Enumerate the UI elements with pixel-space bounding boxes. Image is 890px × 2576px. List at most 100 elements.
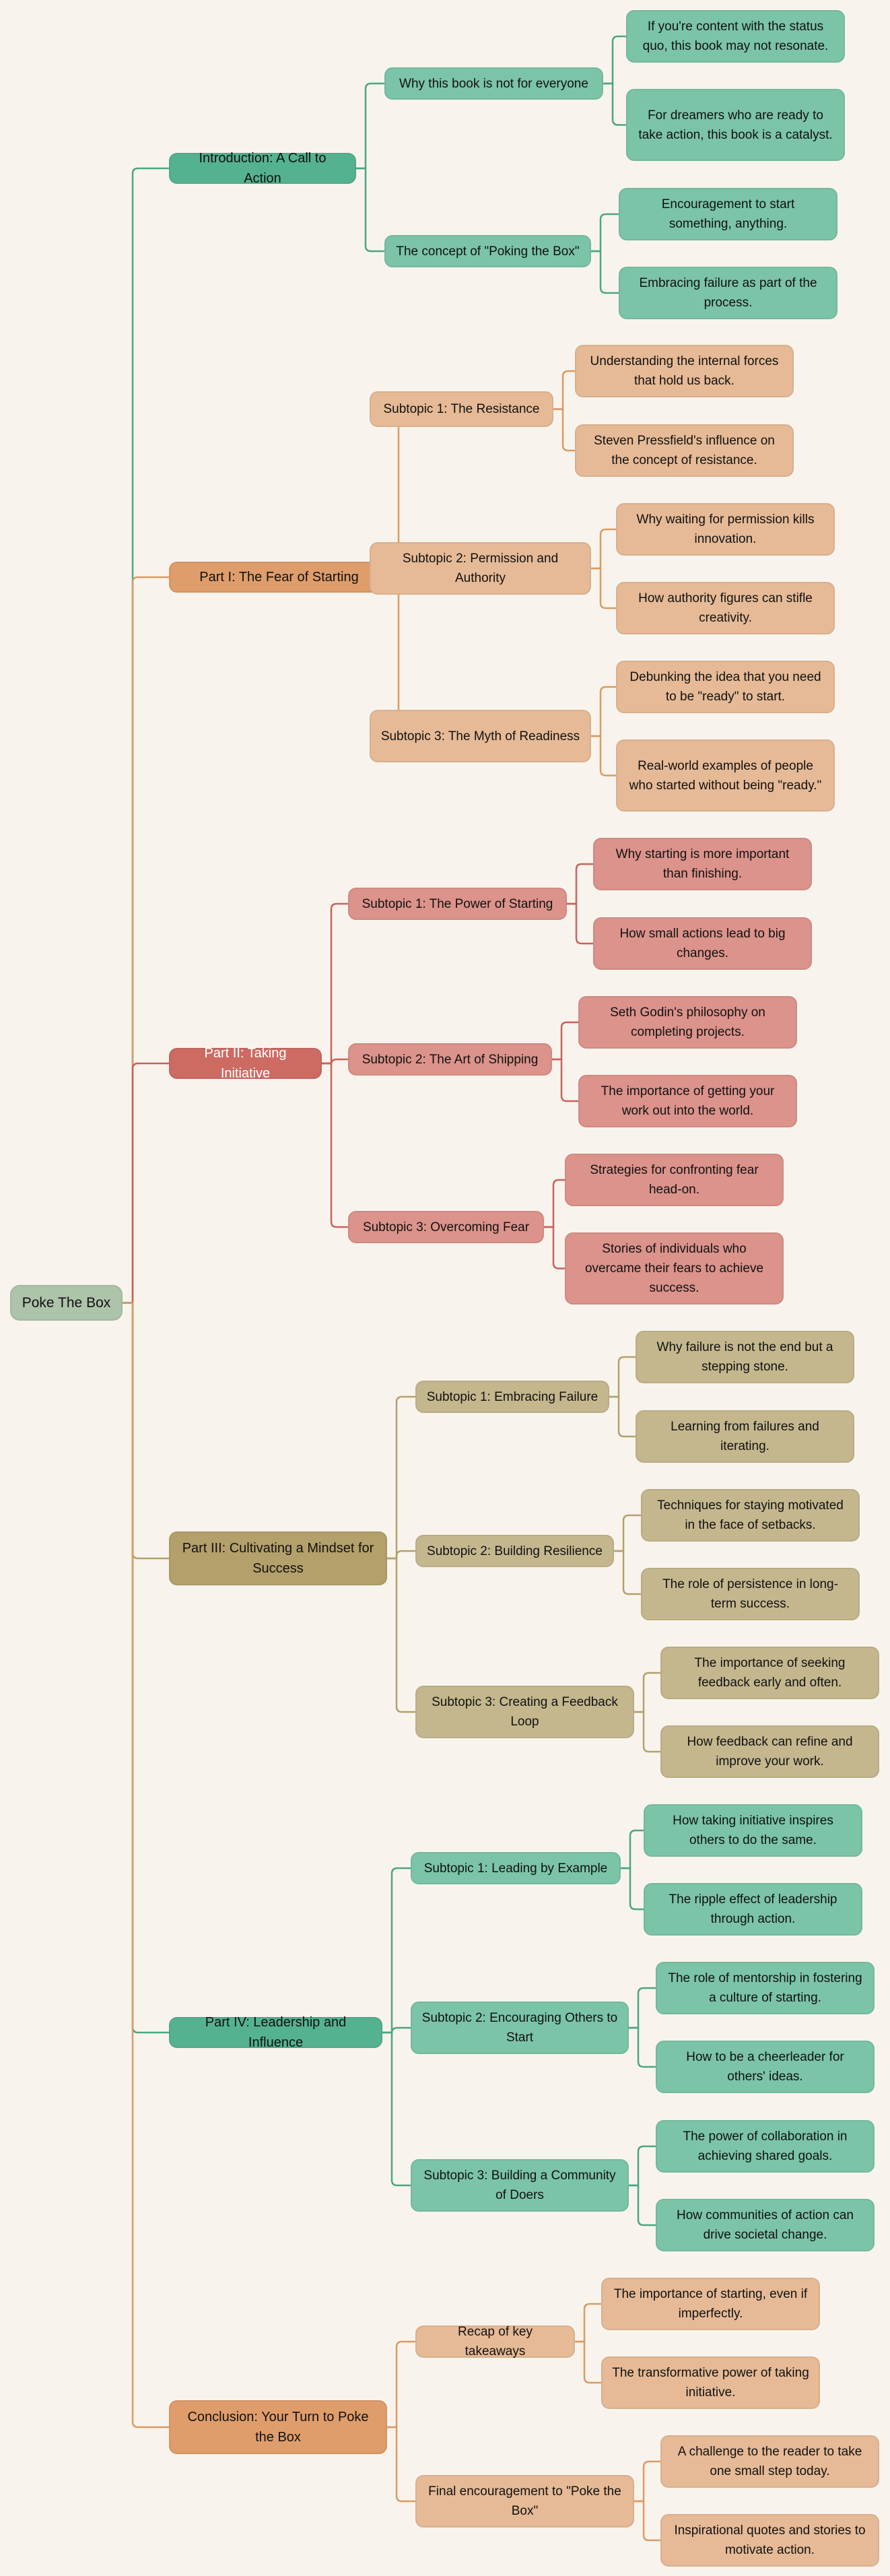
subtopic-node[interactable]: Subtopic 2: Building Resilience <box>415 1535 614 1567</box>
subtopic-node[interactable]: Subtopic 1: Embracing Failure <box>415 1381 609 1413</box>
leaf-node-label: The power of collaboration in achieving … <box>683 2129 848 2163</box>
subtopic-node[interactable]: Subtopic 1: The Power of Starting <box>348 888 567 920</box>
subtopic-node-label: Subtopic 2: The Art of Shipping <box>362 1052 539 1067</box>
leaf-node-label: Techniques for staying motivated in the … <box>657 1498 844 1532</box>
leaf-node[interactable]: Embracing failure as part of the process… <box>619 267 837 319</box>
leaf-node[interactable]: Understanding the internal forces that h… <box>575 345 794 397</box>
leaf-connector <box>634 1711 660 1753</box>
leaf-node-label: Debunking the idea that you need to be "… <box>629 670 821 704</box>
subtopic-node[interactable]: Subtopic 2: Permission and Authority <box>370 542 591 595</box>
leaf-node-label: Embracing failure as part of the process… <box>639 276 817 310</box>
leaf-connector <box>629 2145 656 2187</box>
subtopic-node[interactable]: Recap of key takeaways <box>415 2325 575 2358</box>
subtopic-node-label: Subtopic 3: Creating a Feedback Loop <box>432 1695 618 1729</box>
branch-node[interactable]: Part II: Taking Initiative <box>169 1046 322 1081</box>
leaf-node-label: Why starting is more important than fini… <box>615 847 790 881</box>
leaf-node[interactable]: If you're content with the status quo, t… <box>626 10 845 63</box>
branch-node-label: Conclusion: Your Turn to Poke the Box <box>187 2410 369 2445</box>
leaf-node[interactable]: The ripple effect of leadership through … <box>644 1883 862 1936</box>
leaf-node[interactable]: How authority figures can stifle creativ… <box>616 582 835 634</box>
leaf-node-label: The role of mentorship in fostering a cu… <box>668 1971 862 2005</box>
subtopic-node[interactable]: Subtopic 2: Encouraging Others to Start <box>411 2002 629 2054</box>
branch-node[interactable]: Part III: Cultivating a Mindset for Succ… <box>169 1531 387 1585</box>
branch-node[interactable]: Introduction: A Call to Action <box>169 151 356 186</box>
branch-node-label: Part II: Taking Initiative <box>204 1046 287 1081</box>
leaf-node[interactable]: The transformative power of taking initi… <box>601 2356 820 2409</box>
subtopic-connector <box>387 1550 415 1560</box>
subtopic-connector <box>387 1395 415 1560</box>
leaf-node[interactable]: Stories of individuals who overcame thei… <box>565 1232 784 1304</box>
subtopic-connector <box>322 1062 348 1228</box>
subtopic-node[interactable]: Subtopic 3: Building a Community of Doer… <box>411 2159 629 2212</box>
subtopic-node-label: Subtopic 2: Building Resilience <box>427 1544 603 1558</box>
leaf-node[interactable]: For dreamers who are ready to take actio… <box>626 89 845 161</box>
leaf-node[interactable]: Learning from failures and iterating. <box>636 1410 854 1463</box>
subtopic-connector <box>322 902 348 1065</box>
leaf-node[interactable]: Encouragement to start something, anythi… <box>619 188 837 240</box>
leaf-connector <box>629 1987 656 2029</box>
subtopic-node[interactable]: Subtopic 1: Leading by Example <box>411 1852 621 1884</box>
leaf-node[interactable]: Why waiting for permission kills innovat… <box>616 503 835 556</box>
leaf-node[interactable]: Seth Godin's philosophy on completing pr… <box>578 996 797 1049</box>
leaf-node[interactable]: How communities of action can drive soci… <box>656 2199 875 2251</box>
leaf-node[interactable]: How to be a cheerleader for others' idea… <box>656 2041 875 2093</box>
root-node[interactable]: Poke The Box <box>10 1285 123 1321</box>
leaf-connector <box>575 2340 601 2384</box>
leaf-node[interactable]: A challenge to the reader to take one sm… <box>660 2435 879 2488</box>
leaf-connector <box>591 528 616 570</box>
leaf-node[interactable]: The role of mentorship in fostering a cu… <box>656 1962 875 2014</box>
subtopic-node-label: Subtopic 1: The Resistance <box>383 402 540 416</box>
leaf-connector <box>544 1179 565 1228</box>
subtopic-node[interactable]: Subtopic 3: Overcoming Fear <box>348 1211 544 1243</box>
leaf-node[interactable]: Inspirational quotes and stories to moti… <box>660 2514 879 2567</box>
leaf-node[interactable]: Debunking the idea that you need to be "… <box>616 661 835 713</box>
subtopic-node[interactable]: Subtopic 3: The Myth of Readiness <box>370 710 591 762</box>
leaf-node-label: The importance of getting your work out … <box>601 1084 775 1118</box>
branch-node[interactable]: Part IV: Leadership and Influence <box>169 2015 382 2050</box>
subtopic-node-label: Subtopic 3: Building a Community of Doer… <box>423 2169 616 2202</box>
leaf-node[interactable]: The power of collaboration in achieving … <box>656 2120 875 2173</box>
subtopic-node[interactable]: Final encouragement to "Poke the Box" <box>415 2475 634 2528</box>
subtopic-node[interactable]: Subtopic 2: The Art of Shipping <box>348 1043 552 1076</box>
branch-node[interactable]: Part I: The Fear of Starting <box>169 562 389 593</box>
leaf-connector <box>634 2500 660 2542</box>
leaf-node[interactable]: How taking initiative inspires others to… <box>644 1804 862 1857</box>
leaf-node[interactable]: Steven Pressfield's influence on the con… <box>575 424 794 477</box>
leaf-connector <box>621 1867 644 1911</box>
subtopic-node-label: Subtopic 1: Leading by Example <box>423 1861 608 1876</box>
leaf-node[interactable]: The importance of getting your work out … <box>578 1075 797 1127</box>
leaf-node-label: The ripple effect of leadership through … <box>669 1892 837 1926</box>
subtopic-node-label: Subtopic 3: The Myth of Readiness <box>380 729 580 744</box>
leaf-connector <box>544 1226 565 1269</box>
leaf-node[interactable]: How feedback can refine and improve your… <box>660 1725 879 1778</box>
leaf-node[interactable]: The role of persistence in long-term suc… <box>641 1568 860 1620</box>
leaf-connector <box>603 35 626 85</box>
leaf-node-label: Inspirational quotes and stories to moti… <box>674 2523 866 2557</box>
subtopic-node[interactable]: Subtopic 1: The Resistance <box>370 391 553 427</box>
leaf-node-label: Understanding the internal forces that h… <box>590 354 779 388</box>
branch-node[interactable]: Conclusion: Your Turn to Poke the Box <box>169 2400 387 2454</box>
leaf-node[interactable]: Why failure is not the end but a steppin… <box>636 1331 854 1383</box>
branch-connector <box>123 1062 169 1304</box>
leaf-connector <box>629 2026 656 2068</box>
subtopic-node[interactable]: Subtopic 3: Creating a Feedback Loop <box>415 1686 634 1738</box>
leaf-node[interactable]: Why starting is more important than fini… <box>593 838 812 890</box>
leaf-node[interactable]: The importance of starting, even if impe… <box>601 2278 820 2330</box>
leaf-node[interactable]: How small actions lead to big changes. <box>593 917 812 970</box>
leaf-connector <box>591 735 616 777</box>
subtopic-node[interactable]: The concept of "Poking the Box" <box>384 235 591 267</box>
subtopic-node[interactable]: Why this book is not for everyone <box>384 67 603 100</box>
subtopic-connector <box>382 1867 411 2034</box>
leaf-node[interactable]: The importance of seeking feedback early… <box>660 1647 879 1699</box>
branch-node-label: Introduction: A Call to Action <box>199 151 327 186</box>
leaf-node[interactable]: Strategies for confronting fear head-on. <box>565 1154 784 1206</box>
branch-node-label: Part III: Cultivating a Mindset for Succ… <box>182 1541 374 1576</box>
leaf-node[interactable]: Techniques for staying motivated in the … <box>641 1489 860 1542</box>
leaf-connector <box>553 370 575 410</box>
leaf-connector <box>553 408 575 452</box>
leaf-connector <box>552 1058 578 1102</box>
leaf-connector <box>567 863 593 905</box>
leaf-node[interactable]: Real-world examples of people who starte… <box>616 739 835 812</box>
leaf-node-label: The role of persistence in long-term suc… <box>662 1577 838 1611</box>
